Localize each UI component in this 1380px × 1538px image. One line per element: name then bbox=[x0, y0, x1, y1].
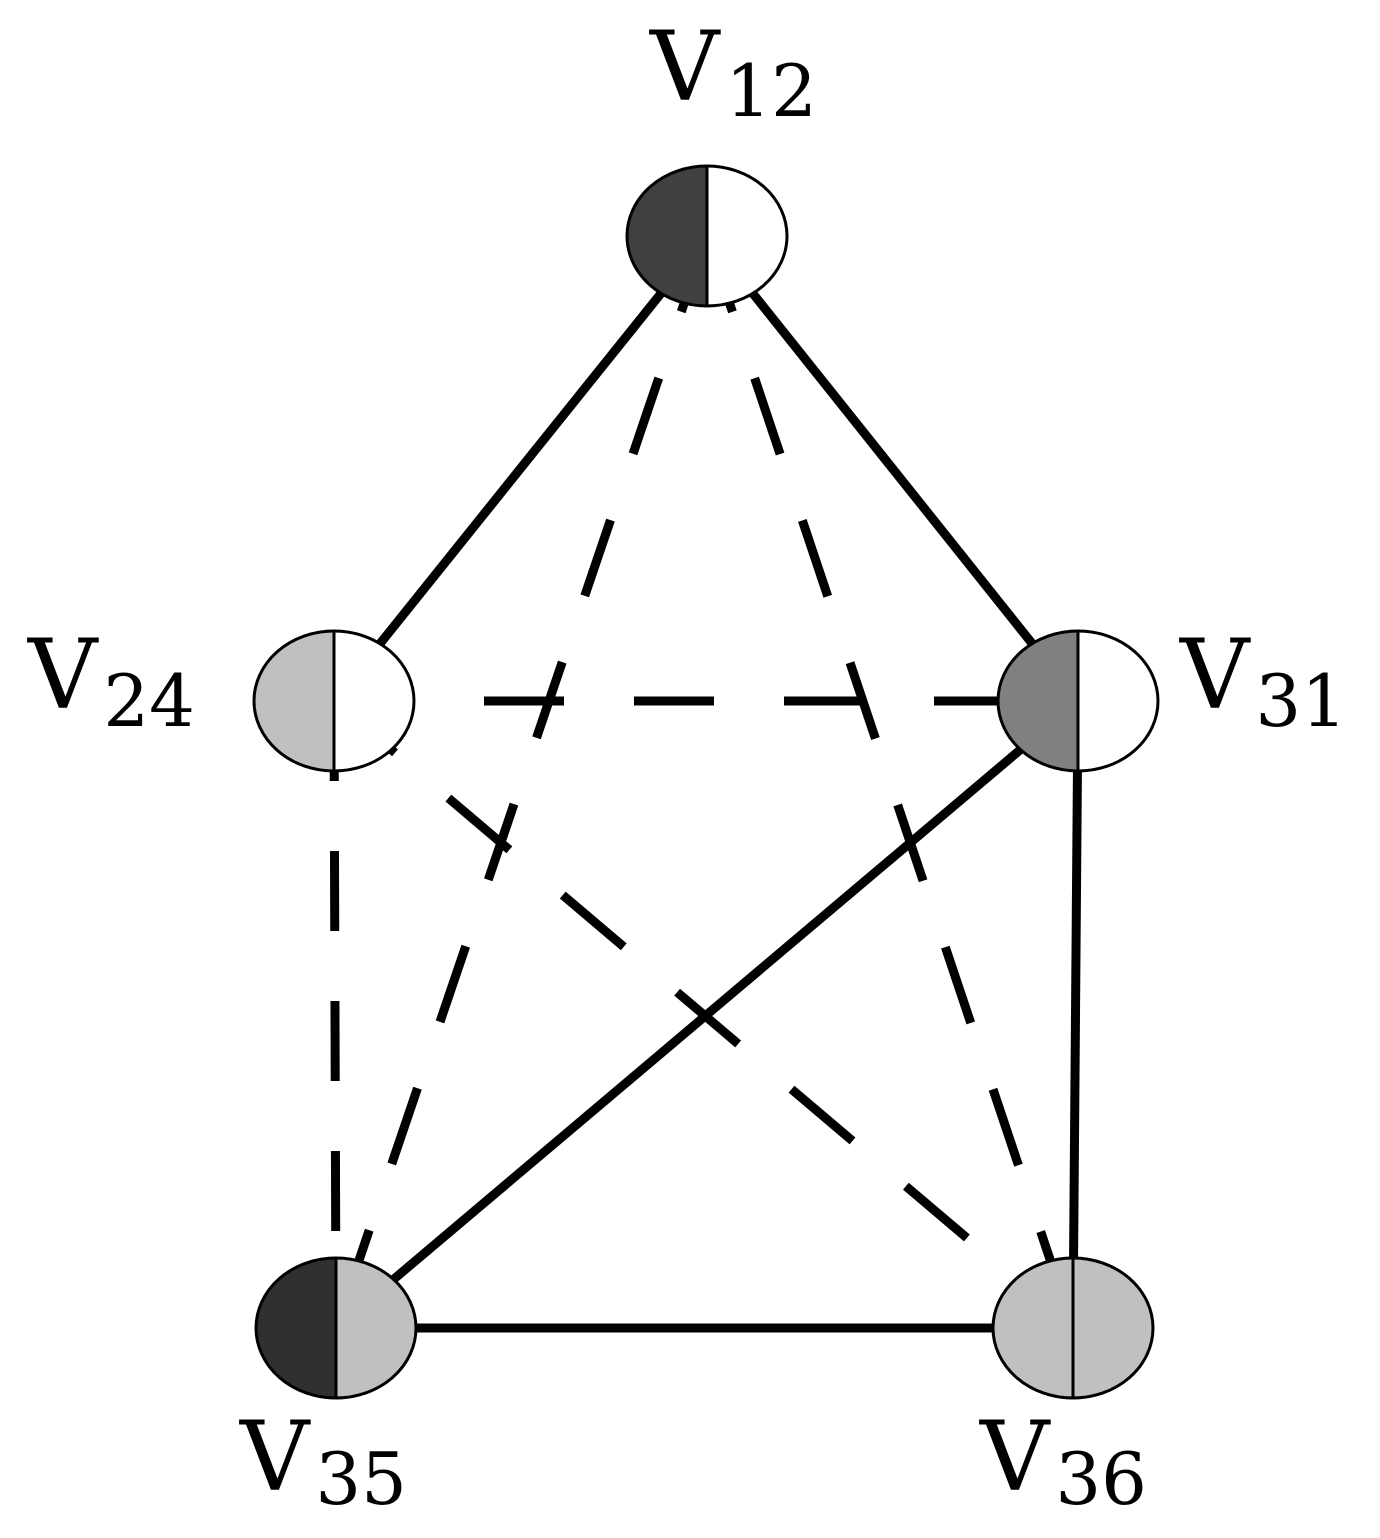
node-v12 bbox=[625, 164, 789, 308]
node-v36-left-half bbox=[993, 1258, 1073, 1398]
label-v24: V24 bbox=[27, 619, 195, 743]
edge-v31-v36 bbox=[1068, 700, 1083, 1329]
node-v31-left-half bbox=[998, 631, 1078, 771]
edge-layer bbox=[329, 233, 1083, 1333]
label-v12: V12 bbox=[649, 11, 817, 133]
edge-v24-v35 bbox=[329, 700, 341, 1329]
node-v36 bbox=[991, 1256, 1155, 1400]
node-v24-right-half bbox=[334, 631, 414, 771]
node-v36-right-half bbox=[1073, 1258, 1153, 1398]
node-v12-outline bbox=[625, 164, 789, 308]
edge-v24-v36 bbox=[331, 697, 1076, 1332]
edge-v12-v24 bbox=[330, 233, 711, 704]
node-v24-left-half bbox=[254, 631, 334, 771]
node-v35 bbox=[254, 1256, 418, 1400]
node-v35-right-half bbox=[336, 1258, 416, 1398]
node-layer bbox=[252, 164, 1160, 1400]
node-v24-outline bbox=[252, 629, 416, 773]
node-v35-outline bbox=[254, 1256, 418, 1400]
node-v31-right-half bbox=[1078, 631, 1158, 771]
node-v35-left-half bbox=[256, 1258, 336, 1398]
node-v24 bbox=[252, 629, 416, 773]
node-v12-left-half bbox=[627, 166, 707, 306]
label-v36: V36 bbox=[979, 1401, 1147, 1521]
node-v36-outline bbox=[991, 1256, 1155, 1400]
node-v31 bbox=[996, 629, 1160, 773]
edge-v12-v31 bbox=[703, 233, 1082, 704]
node-v31-outline bbox=[996, 629, 1160, 773]
edge-v12-v35 bbox=[331, 234, 712, 1330]
edge-v12-v36 bbox=[702, 234, 1078, 1330]
node-v12-right-half bbox=[707, 166, 787, 306]
label-v31: V31 bbox=[1179, 619, 1347, 743]
label-v35: V35 bbox=[239, 1401, 407, 1521]
